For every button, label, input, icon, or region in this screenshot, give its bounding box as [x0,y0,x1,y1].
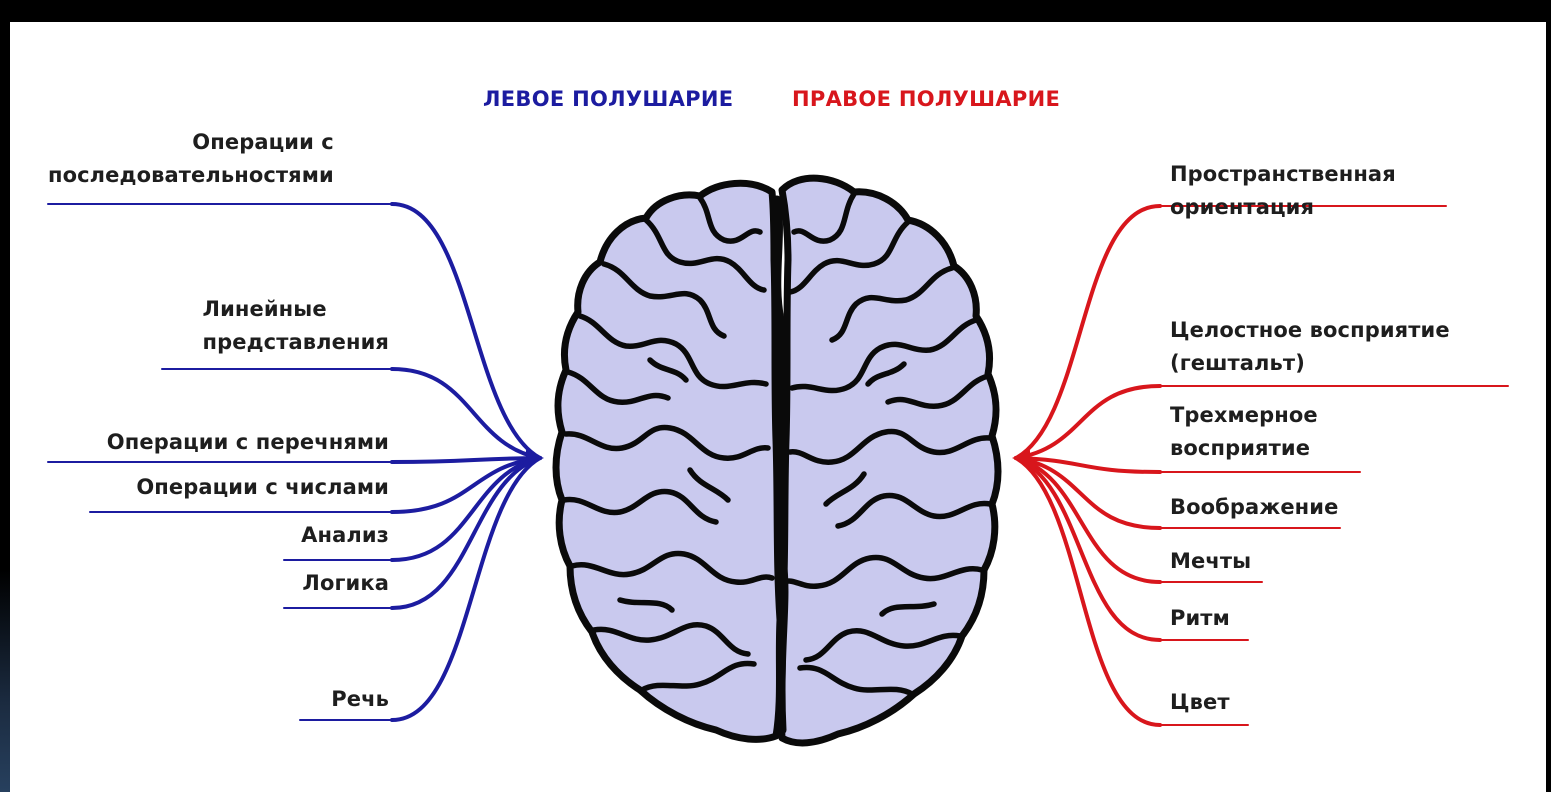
left-label-lists: Операции с перечнями [107,426,389,459]
right-label-color: Цвет [1170,686,1230,719]
left-label-speech: Речь [331,683,389,716]
label-line: Пространственная [1170,158,1396,191]
left-label-analysis: Анализ [301,519,389,552]
right-label-gestalt: Целостное восприятие (гештальт) [1170,314,1450,380]
label-line: ориентация [1170,191,1396,224]
right-connector-curve [1016,386,1160,458]
label-line: Линейные [203,293,389,326]
right-label-dreams: Мечты [1170,545,1251,578]
right-hemisphere-title: ПРАВОЕ ПОЛУШАРИЕ [792,87,1060,111]
left-label-linear: Линейные представления [203,293,389,359]
left-connector-curve [392,204,540,458]
label-line: (гештальт) [1170,347,1450,380]
label-line: представления [203,326,389,359]
label-line: Трехмерное [1170,399,1318,432]
left-hemisphere-title: ЛЕВОЕ ПОЛУШАРИЕ [483,87,733,111]
label-line: восприятие [1170,432,1318,465]
right-label-spatial: Пространственная ориентация [1170,158,1396,224]
left-connector-curve [392,458,540,720]
left-connector-curve [392,369,540,458]
right-label-imagination: Воображение [1170,491,1338,524]
label-line: Операции с [48,126,334,159]
brain-illustration [556,178,998,743]
left-label-sequences: Операции с последовательностями [48,126,334,192]
left-label-logic: Логика [302,567,389,600]
right-label-3d: Трехмерное восприятие [1170,399,1318,465]
label-line: последовательностями [48,159,334,192]
left-connectors [48,204,544,720]
right-label-rhythm: Ритм [1170,602,1230,635]
right-connector-curve [1016,206,1160,458]
right-connectors [1012,206,1508,725]
label-line: Целостное восприятие [1170,314,1450,347]
left-label-numbers: Операции с числами [136,471,389,504]
